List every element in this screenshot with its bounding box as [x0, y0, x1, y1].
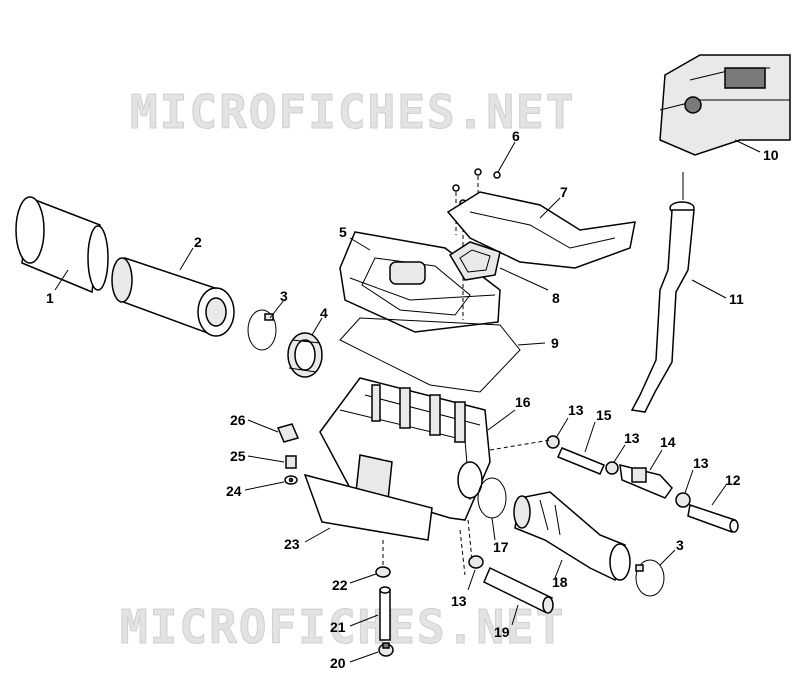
part-25-screw: [285, 455, 297, 469]
callout-21: 21: [330, 619, 346, 635]
part-3-clamp-right: [635, 559, 665, 597]
callout-6: 6: [512, 128, 520, 144]
callout-10: 10: [763, 147, 779, 163]
callout-9: 9: [551, 335, 559, 351]
part-12-hose: [687, 504, 739, 533]
part-19-hose: [483, 566, 554, 614]
callout-26: 26: [230, 412, 246, 428]
callout-13-b: 13: [624, 430, 640, 446]
part-18-intake-boot: [513, 491, 631, 582]
part-11-vent-tube: [630, 172, 695, 413]
callout-24: 24: [226, 483, 242, 499]
callout-7: 7: [560, 184, 568, 200]
part-1-prefilter: [15, 196, 109, 294]
part-9-gasket: [339, 317, 521, 393]
part-13-clamp-c: [675, 492, 691, 508]
part-13-clamp-d: [468, 555, 484, 569]
callout-16: 16: [515, 394, 531, 410]
part-21-drain-tube: [379, 540, 391, 641]
part-24-washer: [284, 475, 298, 485]
callout-12: 12: [725, 472, 741, 488]
part-10-foam-block: [659, 54, 791, 156]
callout-18: 18: [552, 574, 568, 590]
callout-15: 15: [596, 407, 612, 423]
callout-11: 11: [729, 291, 744, 307]
callout-5: 5: [339, 224, 347, 240]
part-2-filter-element: [111, 257, 235, 337]
callout-1: 1: [46, 290, 54, 306]
callout-13-d: 13: [451, 593, 467, 609]
callout-20: 20: [330, 655, 346, 671]
part-13-clamp-a: [546, 435, 560, 449]
callout-8: 8: [552, 290, 560, 306]
callout-3-left: 3: [280, 288, 288, 304]
callout-19: 19: [494, 624, 510, 640]
callout-13-c: 13: [693, 455, 709, 471]
callout-labels: 1 2 3 4 5 6 7 8 9 10 11 12 13 13 13 13 1…: [46, 128, 779, 671]
callout-4: 4: [320, 305, 328, 321]
watermark-bottom: MICROFICHES.NET: [120, 600, 565, 654]
part-16-airbox-body: [319, 377, 491, 521]
part-22-grommet: [375, 566, 391, 578]
part-3-clamp-left: [247, 309, 277, 351]
callout-23: 23: [284, 536, 300, 552]
part-20-clamp: [378, 642, 394, 657]
callout-13-a: 13: [568, 402, 584, 418]
part-4-adapter: [287, 332, 323, 378]
callout-17: 17: [493, 539, 509, 555]
watermark-top: MICROFICHES.NET: [130, 85, 575, 139]
callout-14: 14: [660, 434, 676, 450]
leader-lines: [54, 139, 761, 663]
callout-2: 2: [194, 234, 202, 250]
part-23-plate: [303, 473, 433, 541]
callout-22: 22: [332, 577, 348, 593]
part-14-fitting: [619, 464, 673, 499]
callout-3-right: 3: [676, 537, 684, 553]
part-17-o-ring: [477, 477, 507, 519]
callout-25: 25: [230, 448, 246, 464]
part-13-clamp-b: [605, 461, 619, 475]
part-15-hose: [556, 447, 606, 475]
part-26-clip: [276, 423, 300, 443]
part-8-seal: [448, 241, 501, 281]
